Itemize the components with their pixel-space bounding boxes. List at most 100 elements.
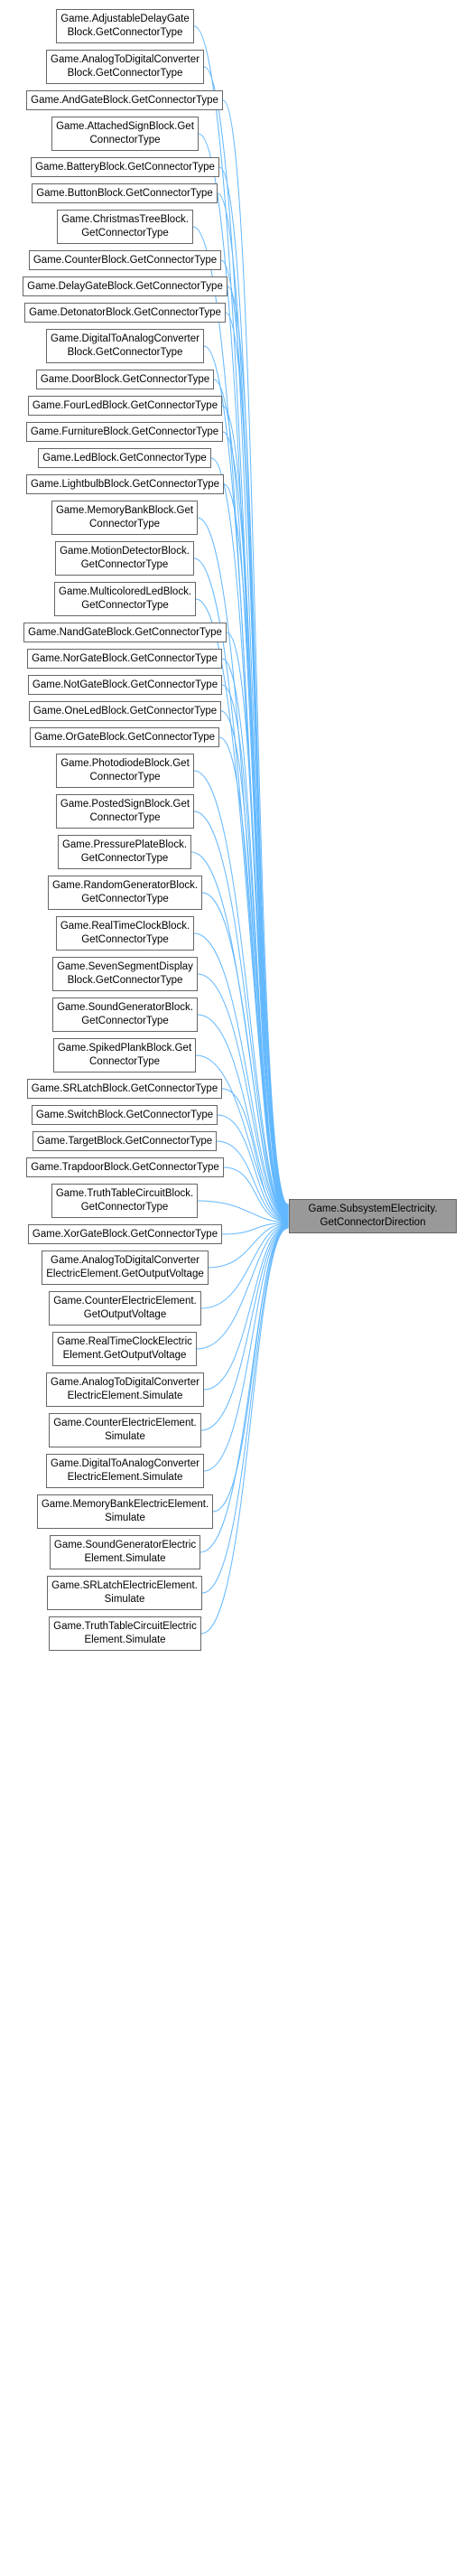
caller-node[interactable]: Game.MotionDetectorBlock.GetConnectorTyp…: [55, 541, 194, 576]
caller-node-label-line: Game.MemoryBankBlock.Get: [55, 505, 194, 516]
call-edge: [216, 1140, 289, 1225]
caller-node[interactable]: Game.LightbulbBlock.GetConnectorType: [26, 474, 224, 494]
call-edge: [221, 1219, 289, 1235]
target-node-subsystem-electricity-get-connector-direction[interactable]: Game.SubsystemElectricity.GetConnectorDi…: [289, 1199, 457, 1233]
call-edge: [217, 1114, 289, 1225]
caller-node[interactable]: Game.TruthTableCircuitBlock.GetConnector…: [51, 1184, 198, 1218]
caller-node-label-line: GetConnectorType: [81, 600, 169, 611]
caller-node[interactable]: Game.CounterBlock.GetConnectorType: [29, 250, 221, 270]
caller-node[interactable]: Game.ButtonBlock.GetConnectorType: [32, 183, 218, 203]
caller-node[interactable]: Game.LedBlock.GetConnectorType: [38, 448, 211, 468]
caller-node[interactable]: Game.TrapdoorBlock.GetConnectorType: [26, 1157, 224, 1177]
call-edge: [218, 736, 289, 1220]
caller-node-label-line: Game.MemoryBankElectricElement.: [41, 1499, 209, 1510]
caller-node-label-line: Game.XorGateBlock.GetConnectorType: [32, 1228, 218, 1240]
caller-node-label-line: Game.FurnitureBlock.GetConnectorType: [30, 426, 219, 437]
caller-node[interactable]: Game.SwitchBlock.GetConnectorType: [32, 1105, 218, 1125]
caller-node-label-line: GetConnectorType: [81, 1016, 169, 1026]
caller-node[interactable]: Game.CounterElectricElement.Simulate: [49, 1413, 201, 1447]
caller-node[interactable]: Game.PressurePlateBlock. GetConnectorType: [58, 835, 191, 869]
caller-node[interactable]: Game.RandomGeneratorBlock.GetConnectorTy…: [48, 876, 202, 910]
caller-node-label-line: Game.DigitalToAnalogConverter: [51, 1458, 200, 1469]
caller-node-label-line: Game.DoorBlock.GetConnectorType: [40, 373, 210, 385]
caller-node[interactable]: Game.DetonatorBlock.GetConnectorType: [24, 303, 226, 323]
call-edge: [220, 259, 289, 1212]
call-edge: [221, 684, 289, 1219]
caller-node-label-line: Block.GetConnectorType: [67, 975, 183, 986]
caller-node[interactable]: Game.DoorBlock.GetConnectorType: [36, 370, 214, 389]
caller-node-label-line: Game.SRLatchBlock.GetConnectorType: [31, 1082, 218, 1094]
caller-node-label-line: GetConnectorType: [81, 934, 169, 945]
caller-node-label-line: Game.SevenSegmentDisplay: [57, 961, 193, 972]
caller-node-label-line: Element.GetOutputVoltage: [62, 1350, 187, 1361]
caller-node[interactable]: Game.DelayGateBlock.GetConnectorType: [23, 276, 227, 296]
call-edge: [212, 1222, 289, 1513]
target-node-subsystem-electricity-get-connector-direction-label-line: GetConnectorDirection: [320, 1217, 426, 1228]
caller-node-label-line: ConnectorType: [89, 135, 161, 145]
caller-node-label-line: Game.NandGateBlock.GetConnectorType: [28, 626, 222, 638]
caller-node[interactable]: Game.FurnitureBlock.GetConnectorType: [26, 422, 223, 442]
caller-node[interactable]: Game.NorGateBlock.GetConnectorType: [27, 649, 222, 669]
caller-node-label-line: Game.PressurePlateBlock.: [61, 839, 188, 850]
call-edge: [221, 1088, 289, 1224]
caller-node-label-line: Game.SoundGeneratorBlock.: [57, 1002, 193, 1013]
caller-node-label-line: Element.Simulate: [84, 1553, 166, 1564]
caller-node-label-line: Game.SpikedPlankBlock.Get: [57, 1043, 192, 1054]
caller-node[interactable]: Game.SRLatchElectricElement.Simulate: [47, 1576, 202, 1610]
call-edge: [200, 1220, 289, 1309]
caller-node-label-line: Game.CounterBlock.GetConnectorType: [32, 254, 218, 266]
caller-node-label-line: Game.FourLedBlock.GetConnectorType: [32, 399, 218, 411]
caller-node[interactable]: Game.TargetBlock.GetConnectorType: [32, 1131, 217, 1151]
caller-node[interactable]: Game.MulticoloredLedBlock.GetConnectorTy…: [54, 582, 196, 616]
caller-node-label-line: ConnectorType: [89, 772, 161, 782]
caller-node-label-line: Game.RealTimeClockElectric: [57, 1336, 192, 1347]
caller-node[interactable]: Game.SoundGeneratorBlock. GetConnectorTyp…: [52, 998, 198, 1032]
caller-node[interactable]: Game.BatteryBlock.GetConnectorType: [31, 157, 219, 177]
caller-node[interactable]: Game.NotGateBlock.GetConnectorType: [28, 675, 222, 695]
caller-node[interactable]: Game.RealTimeClockBlock.GetConnectorType: [56, 916, 194, 951]
caller-node-label-line: GetConnectorType: [81, 894, 169, 904]
caller-node[interactable]: Game.ChristmasTreeBlock.GetConnectorType: [57, 210, 193, 244]
call-edge: [201, 892, 289, 1222]
caller-node[interactable]: Game.AndGateBlock.GetConnectorType: [26, 90, 223, 110]
call-edge: [200, 1222, 289, 1553]
caller-node[interactable]: Game.MemoryBankElectricElement.Simulate: [37, 1494, 213, 1529]
caller-node[interactable]: Game.OrGateBlock.GetConnectorType: [30, 727, 219, 747]
caller-node-label-line: Game.OrGateBlock.GetConnectorType: [33, 731, 216, 743]
call-edge: [208, 1220, 289, 1269]
caller-node[interactable]: Game.CounterElectricElement.GetOutputVol…: [49, 1291, 201, 1325]
caller-node[interactable]: Game.XorGateBlock.GetConnectorType: [28, 1224, 222, 1244]
caller-node-label-line: ElectricElement.Simulate: [67, 1472, 183, 1483]
call-edge: [200, 1224, 289, 1635]
caller-node[interactable]: Game.OneLedBlock.GetConnectorType: [29, 701, 221, 721]
caller-node[interactable]: Game.SRLatchBlock.GetConnectorType: [27, 1079, 222, 1099]
call-edge: [193, 810, 289, 1221]
caller-node-label-line: GetConnectorType: [80, 853, 169, 864]
caller-node-label-line: Game.PhotodiodeBlock.Get: [60, 758, 190, 769]
caller-node-label-line: Game.MotionDetectorBlock.: [60, 546, 190, 557]
call-edge: [223, 483, 289, 1216]
caller-node[interactable]: Game.FourLedBlock.GetConnectorType: [28, 396, 222, 416]
caller-node-label-line: Game.TruthTableCircuitBlock.: [55, 1188, 194, 1199]
caller-node-label-line: Game.CounterElectricElement.: [53, 1296, 197, 1307]
caller-node[interactable]: Game.NandGateBlock.GetConnectorType: [23, 623, 227, 642]
caller-node-label-line: Simulate: [105, 1431, 145, 1442]
call-edge: [220, 710, 289, 1220]
caller-node-label-line: Element.Simulate: [84, 1635, 166, 1645]
caller-node-label-line: Game.AndGateBlock.GetConnectorType: [31, 94, 218, 106]
